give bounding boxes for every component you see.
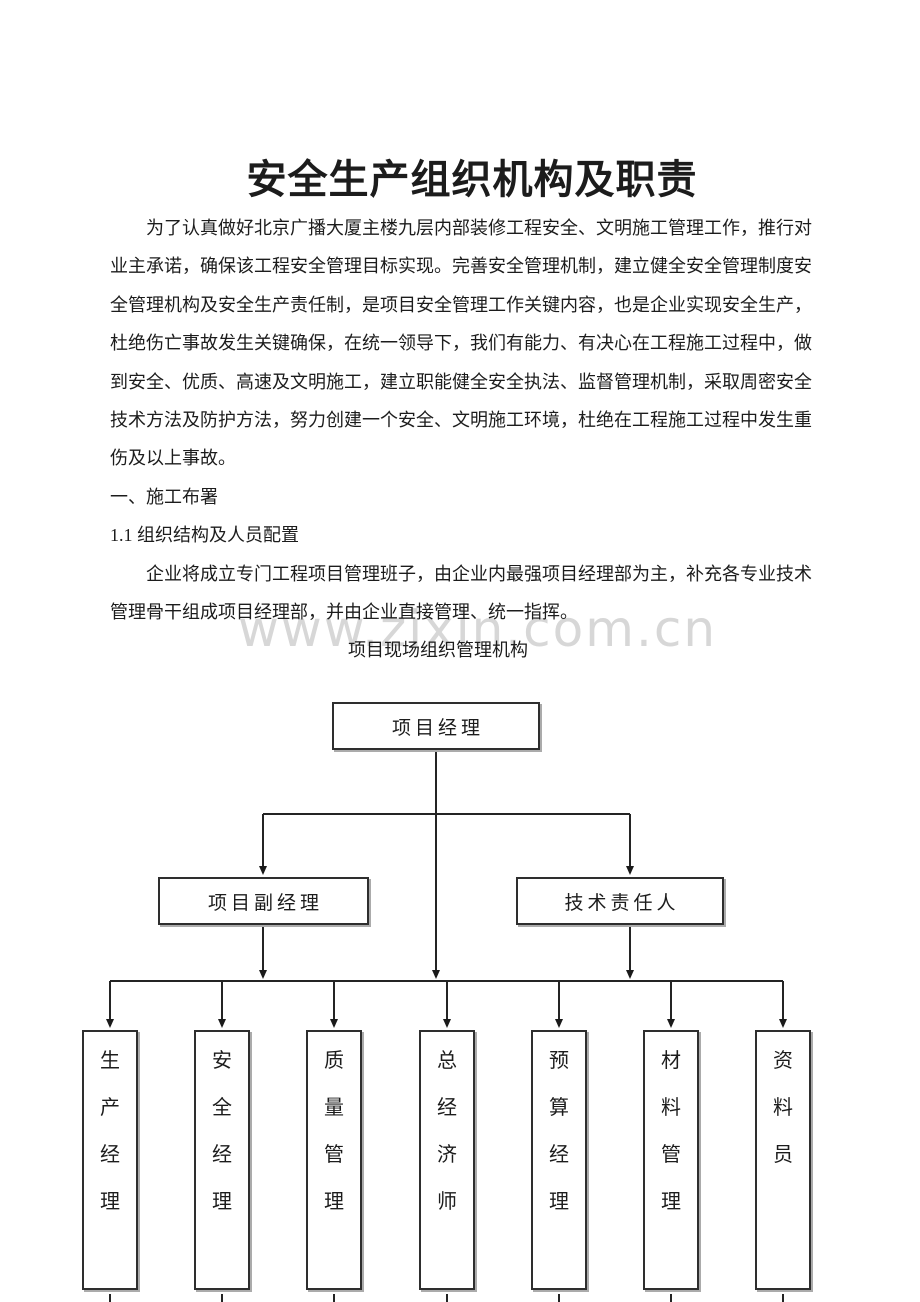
org-box-materials-management: 材料管理 bbox=[643, 1030, 699, 1290]
org-box-label: 安全经理 bbox=[212, 1050, 232, 1213]
org-box-label: 项目副经理 bbox=[207, 892, 323, 914]
paragraph-line: 全管理机构及安全生产责任制，是项目安全管理工作关键内容，也是企业实现安全生产， bbox=[110, 294, 812, 315]
org-box-quality-management: 质量管理 bbox=[306, 1030, 362, 1290]
org-box-label: 项目经理 bbox=[391, 717, 484, 739]
org-box-label: 质量管理 bbox=[324, 1050, 344, 1213]
org-box-label: 材料管理 bbox=[661, 1050, 681, 1213]
org-chart-caption: 项目现场组织管理机构 bbox=[348, 640, 528, 661]
org-box-document-clerk: 资料员 bbox=[755, 1030, 811, 1290]
org-box-deputy-project-manager: 项目副经理 bbox=[158, 877, 369, 925]
paragraph-line: 杜绝伤亡事故发生关键确保，在统一领导下，我们有能力、有决心在工程施工过程中，做 bbox=[110, 333, 812, 354]
subsection-heading: 1.1 组织结构及人员配置 bbox=[110, 525, 299, 546]
org-box-label: 总经济师 bbox=[437, 1050, 457, 1213]
org-box-safety-manager: 安全经理 bbox=[194, 1030, 250, 1290]
paragraph-line: 管理骨干组成项目经理部，并由企业直接管理、统一指挥。 bbox=[110, 602, 578, 623]
org-box-production-manager: 生产经理 bbox=[82, 1030, 138, 1290]
org-box-label: 生产经理 bbox=[100, 1050, 120, 1213]
org-box-label: 预算经理 bbox=[549, 1050, 569, 1213]
paragraph-line: 到安全、优质、高速及文明施工，建立职能健全安全执法、监督管理机制，采取周密安全 bbox=[110, 371, 812, 392]
org-box-label: 技术责任人 bbox=[564, 892, 680, 914]
org-box-chief-economist: 总经济师 bbox=[419, 1030, 475, 1290]
org-box-budget-manager: 预算经理 bbox=[531, 1030, 587, 1290]
org-box-label: 资料员 bbox=[773, 1050, 793, 1166]
paragraph-line: 伤及以上事故。 bbox=[110, 448, 236, 469]
paragraph-line: 企业将成立专门工程项目管理班子，由企业内最强项目经理部为主，补充各专业技术 bbox=[110, 563, 812, 584]
org-box-project-manager: 项目经理 bbox=[332, 702, 540, 750]
org-box-technical-lead: 技术责任人 bbox=[516, 877, 724, 925]
watermark: www.zixin.com.cn bbox=[238, 600, 718, 658]
section-heading: 一、施工布署 bbox=[110, 486, 218, 507]
paragraph-line: 技术方法及防护方法，努力创建一个安全、文明施工环境，杜绝在工程施工过程中发生重 bbox=[110, 410, 812, 431]
paragraph-line: 业主承诺，确保该工程安全管理目标实现。完善安全管理机制，建立健全安全管理制度安 bbox=[110, 256, 812, 277]
paragraph-line: 为了认真做好北京广播大厦主楼九层内部装修工程安全、文明施工管理工作，推行对 bbox=[110, 218, 812, 238]
document-title: 安全生产组织机构及职责 bbox=[246, 156, 698, 202]
document-body: 为了认真做好北京广播大厦主楼九层内部装修工程安全、文明施工管理工作，推行对 业主… bbox=[110, 209, 812, 670]
